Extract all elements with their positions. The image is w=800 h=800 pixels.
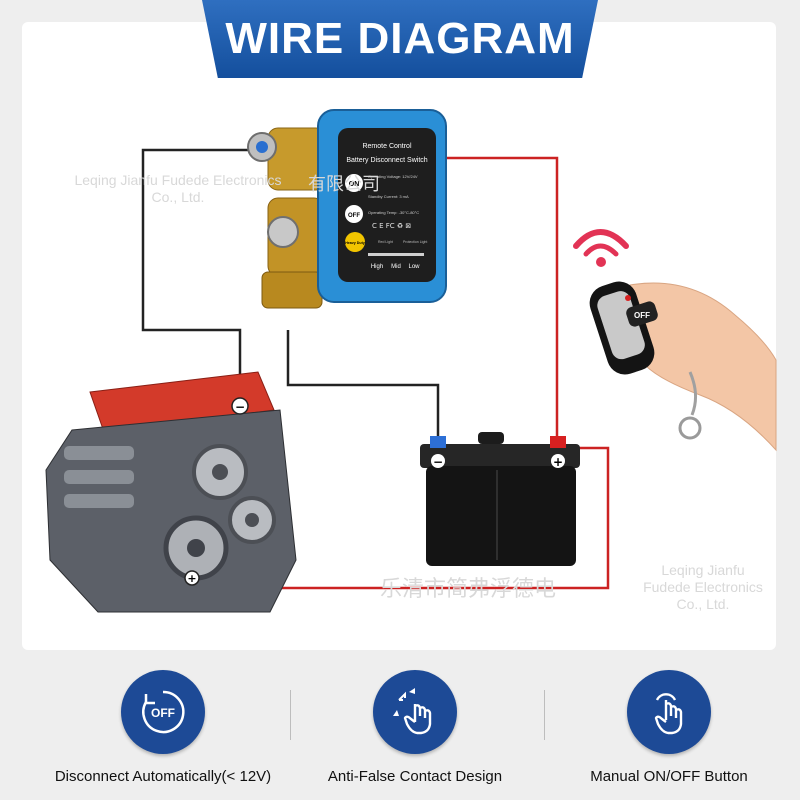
watermark-2: 有限公司 xyxy=(308,174,380,194)
heavy-duty-label: Heavy Duty xyxy=(345,241,365,245)
feature-label-auto-disconnect: Disconnect Automatically(< 12V) xyxy=(54,768,272,785)
remote-off-label: OFF xyxy=(634,311,650,320)
black-wire-switch-to-battery xyxy=(286,330,440,440)
watermark-4: 乐清市简弗浮德电 xyxy=(380,576,557,601)
switch-title: Remote Control xyxy=(362,143,411,150)
keychain-ring xyxy=(688,371,697,416)
battery-terminal-clamps xyxy=(247,127,327,309)
feature-separator-2 xyxy=(544,690,545,740)
battery-pos-label: + xyxy=(553,455,563,469)
battery-neg-label: − xyxy=(433,455,443,469)
battery-pos-post xyxy=(550,436,566,448)
watermark-1-line2: Co., Ltd. xyxy=(151,189,205,205)
feature-row: OFF Disconnect Automatically(< 12V) Anti… xyxy=(0,660,800,800)
disconnect-switch-box: Remote Control Battery Disconnect Switch… xyxy=(317,109,447,303)
feature-label-anti-false-contact: Anti-False Contact Design xyxy=(327,768,503,785)
level-low-label: Low xyxy=(408,264,420,270)
battery-neg-post xyxy=(430,436,446,448)
switch-on-label: ON xyxy=(349,181,360,188)
led-red-label: Red Light xyxy=(378,240,393,244)
switch-off-label: OFF xyxy=(348,213,360,219)
level-high-label: High xyxy=(371,264,383,270)
feature-separator-1 xyxy=(290,690,291,740)
tap-hand-icon xyxy=(627,670,711,754)
remote-red-dot xyxy=(625,295,631,301)
feature-auto-disconnect: OFF Disconnect Automatically(< 12V) xyxy=(38,670,288,785)
engine: − + xyxy=(45,371,297,613)
terminal-nut-icon xyxy=(267,216,299,248)
power-off-icon-text: OFF xyxy=(151,706,175,720)
engine-neg-terminal xyxy=(231,397,249,415)
wifi-signal-icon xyxy=(573,229,629,249)
switch-on-button[interactable] xyxy=(345,174,363,192)
heavy-duty-badge xyxy=(345,232,365,252)
switch-off-button[interactable] xyxy=(345,205,363,223)
engine-pos-label: + xyxy=(187,572,196,585)
black-wire-terminal-to-engine xyxy=(141,148,250,395)
car-battery: − + xyxy=(420,432,580,566)
switch-spec-temp: Operating Temp: -30°C-80°C xyxy=(368,210,419,215)
switch-cert-marks: C E FC ♻ ⊠ xyxy=(372,222,411,230)
power-off-icon: OFF xyxy=(121,670,205,754)
remote-control: OFF xyxy=(573,229,777,452)
feature-label-manual-button: Manual ON/OFF Button xyxy=(590,768,748,785)
remote-off-button[interactable] xyxy=(625,300,660,328)
switch-spec-voltage: Operating Voltage: 12V/24V xyxy=(368,174,418,179)
touch-arrows-icon xyxy=(373,670,457,754)
page-title: WIRE DIAGRAM xyxy=(225,14,575,63)
feature-manual-button: Manual ON/OFF Button xyxy=(544,670,794,785)
wire-diagram: Remote Control Battery Disconnect Switch… xyxy=(45,109,777,613)
switch-spec-standby: Standby Current: 3 mA xyxy=(368,194,409,199)
engine-pos-terminal xyxy=(184,570,200,586)
switch-subtitle: Battery Disconnect Switch xyxy=(346,157,427,164)
watermark-3: Leqing Jianfu Fudede Electronics Co., Lt… xyxy=(618,562,788,613)
led-protection-label: Protection Light xyxy=(403,240,427,244)
red-wire-switch-to-battery xyxy=(445,156,559,440)
engine-neg-label: − xyxy=(235,400,245,414)
watermark-1: Leqing Jianfu Fudede Electronics Co., Lt… xyxy=(48,172,308,206)
level-mid-label: Mid xyxy=(391,264,401,270)
watermark-1-line1: Leqing Jianfu Fudede Electronics xyxy=(74,172,282,188)
watermark-3-line1: Leqing Jianfu xyxy=(661,562,745,578)
level-indicator-bar xyxy=(368,253,424,256)
title-banner: WIRE DIAGRAM xyxy=(202,0,598,78)
watermark-3-line2: Fudede Electronics xyxy=(643,579,763,595)
watermark-3-line3: Co., Ltd. xyxy=(676,596,730,612)
feature-anti-false-contact: Anti-False Contact Design xyxy=(290,670,540,785)
